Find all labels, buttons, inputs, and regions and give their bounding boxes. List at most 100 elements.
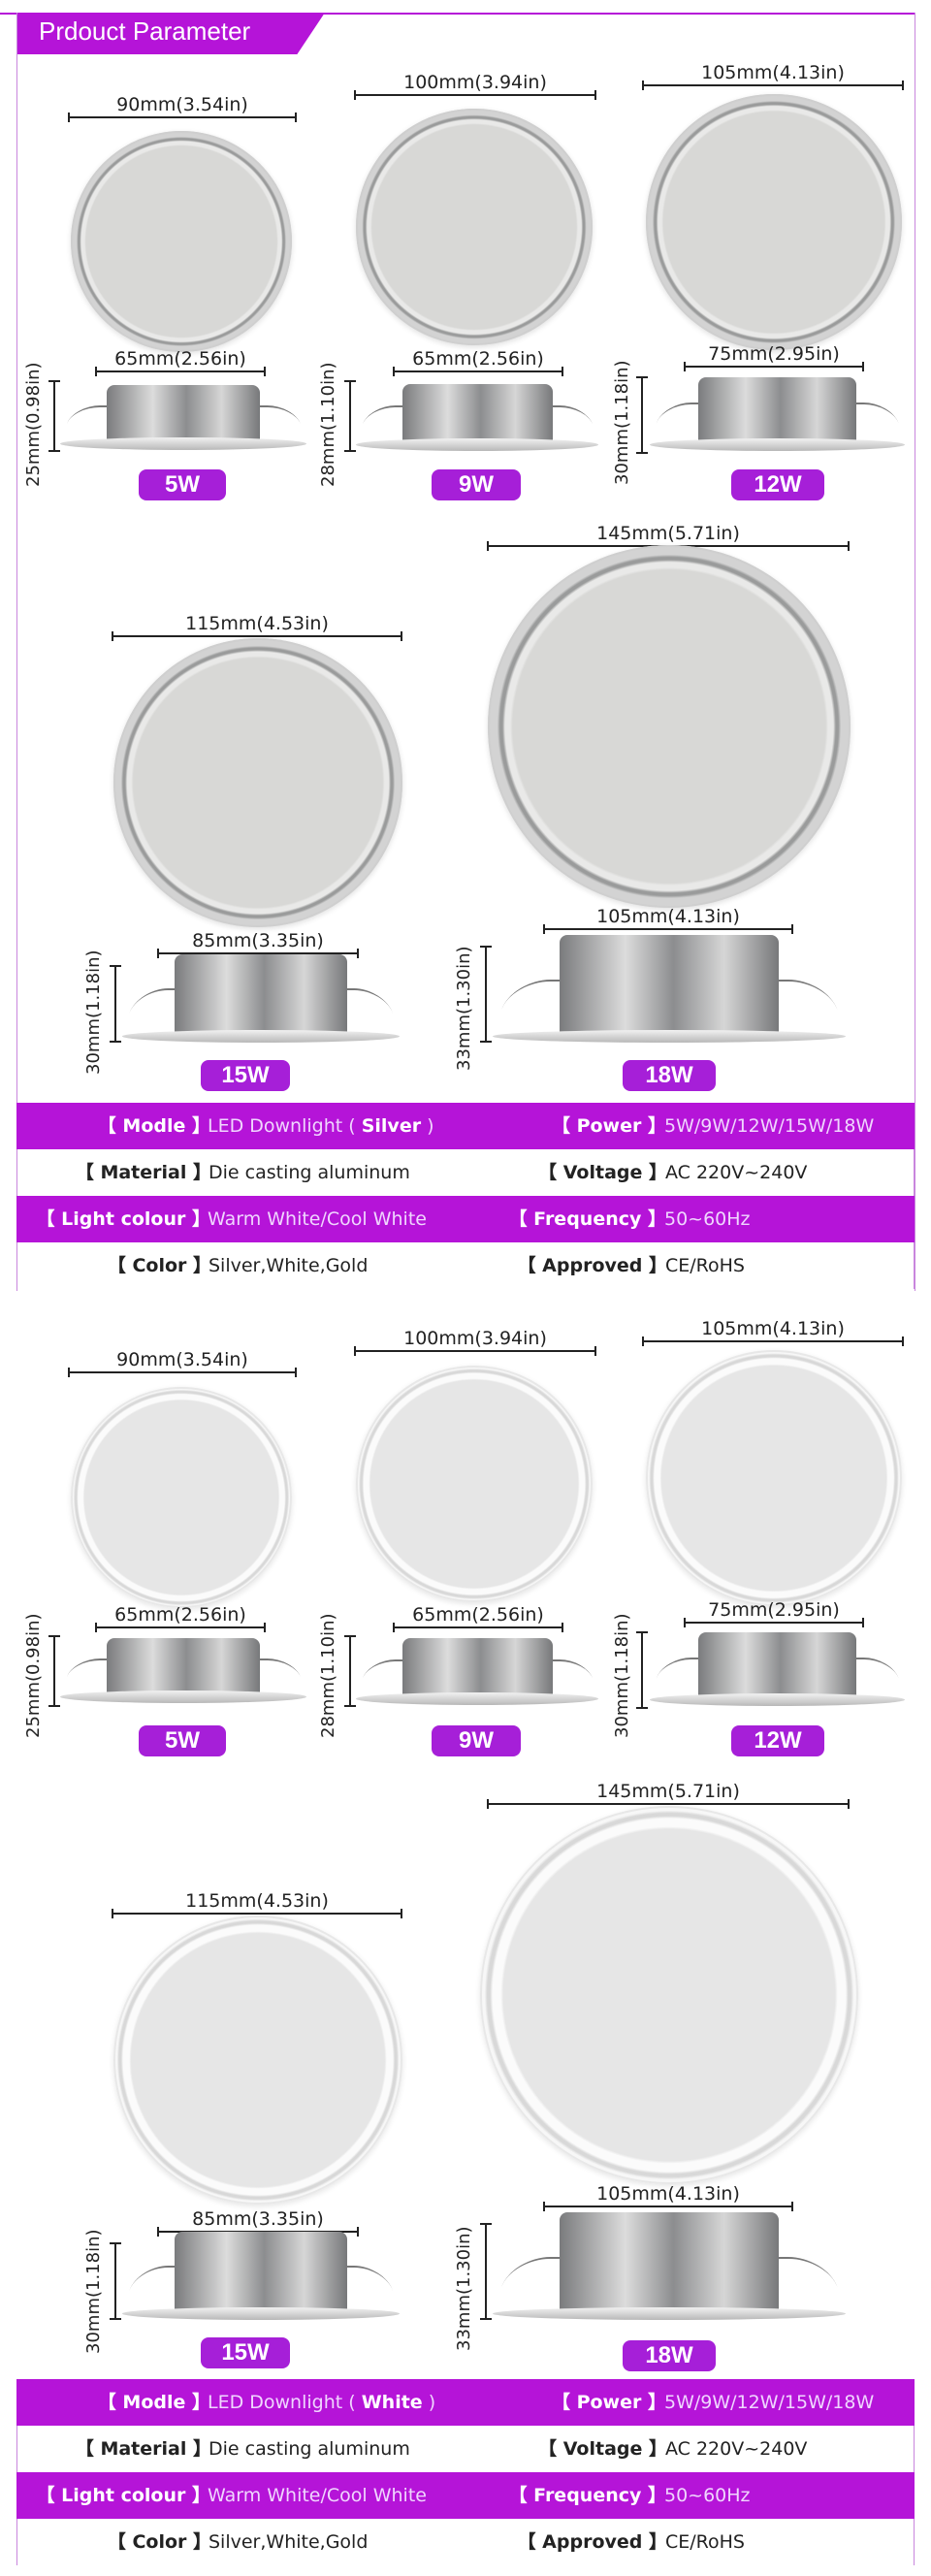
row-value: CE/RoHS [665,2531,745,2553]
row-value: 50~60Hz [664,2485,751,2506]
row-key: 【 Color 】 [107,2531,211,2553]
height-dimension-line [110,2242,121,2320]
height-dimension: 25mm(0.98in) [23,1613,44,1738]
diameter-dimension: 115mm(4.53in) [112,614,402,641]
row-value: AC 220V~240V [665,2438,808,2460]
height-dimension: 33mm(1.30in) [454,2226,474,2351]
table-row: 【 Light colour 】 Warm White/Cool White 【… [16,1196,915,1242]
downlight-top-view [646,94,902,350]
height-dimension-line [48,1635,60,1707]
height-dimension: 30mm(1.18in) [612,360,632,485]
row-value: Silver,White,Gold [209,2531,369,2553]
downlight-side-view [493,935,846,1043]
cutout-dimension: 75mm(2.95in) [684,344,864,371]
downlight-top-view [356,109,593,345]
page-title: Prdouct Parameter [39,16,251,46]
height-dimension: 28mm(1.10in) [318,362,338,487]
height-dimension-line [480,2223,492,2320]
downlight-side-view [122,2232,400,2320]
downlight-side-view [650,1632,905,1706]
wattage-badge: 12W [731,469,824,500]
wattage-badge: 9W [432,469,521,500]
row-value: Die casting aluminum [209,2438,410,2460]
row-key: 【 Modle 】 [97,1115,210,1137]
row-value: 5W/9W/12W/15W/18W [664,2392,875,2413]
height-dimension-line [48,380,60,452]
row-key: 【 Approved 】 [517,2531,667,2553]
cutout-dimension: 65mm(2.56in) [393,349,563,376]
row-value: 50~60Hz [664,1208,751,1230]
row-key: 【 Material 】 [75,2438,211,2460]
height-dimension: 25mm(0.98in) [23,362,44,487]
cutout-dimension: 65mm(2.56in) [393,1605,563,1632]
row-key: 【 Voltage 】 [538,1162,667,1183]
wattage-badge: 15W [201,2337,290,2368]
wattage-badge: 9W [432,1725,521,1756]
wattage-badge: 18W [623,1060,716,1091]
downlight-top-view [113,1916,402,2205]
table-row: 【 Color 】 Silver,White,Gold 【 Approved 】… [16,1242,915,1289]
row-value: Silver,White,Gold [209,1255,369,1276]
row-key: 【 Approved 】 [517,1255,667,1276]
height-dimension: 30mm(1.18in) [83,2229,104,2354]
diameter-dimension: 145mm(5.71in) [487,1782,850,1809]
row-key: 【 Voltage 】 [538,2438,667,2460]
row-key: 【 Material 】 [75,1162,211,1183]
height-dimension-line [636,376,648,454]
height-dimension: 28mm(1.10in) [318,1613,338,1738]
downlight-side-view [493,2212,846,2320]
row-value: CE/RoHS [665,1255,745,1276]
wattage-badge: 18W [623,2340,716,2371]
row-value: LED Downlight ( Silver ) [208,1115,434,1137]
height-dimension-line [344,1635,356,1707]
diameter-dimension: 100mm(3.94in) [354,1329,596,1356]
height-dimension: 30mm(1.18in) [83,950,104,1075]
table-row: 【 Modle 】 LED Downlight ( Silver ) 【 Pow… [16,1103,915,1149]
row-key: 【 Light colour 】 [36,2485,210,2506]
downlight-top-view [71,1387,292,1608]
cutout-dimension: 105mm(4.13in) [543,907,793,934]
row-value: Die casting aluminum [209,1162,410,1183]
height-dimension-line [636,1631,648,1709]
table-row: 【 Color 】 Silver,White,Gold 【 Approved 】… [16,2519,915,2565]
height-dimension-line [480,946,492,1043]
row-key: 【 Frequency 】 [508,2485,666,2506]
row-key: 【 Frequency 】 [508,1208,666,1230]
row-value: AC 220V~240V [665,1162,808,1183]
downlight-top-view [113,638,402,927]
diameter-dimension: 105mm(4.13in) [642,1319,904,1346]
downlight-side-view [122,954,400,1043]
diameter-dimension: 145mm(5.71in) [487,524,850,551]
diameter-dimension: 100mm(3.94in) [354,73,596,100]
row-value: Warm White/Cool White [208,2485,427,2506]
downlight-top-view [71,131,292,352]
downlight-side-view [60,1638,306,1703]
wattage-badge: 15W [201,1060,290,1091]
downlight-top-view [480,1806,858,2184]
diameter-dimension: 115mm(4.53in) [112,1891,402,1918]
row-value: LED Downlight ( White ) [208,2392,436,2413]
cutout-dimension: 65mm(2.56in) [95,1605,266,1632]
header-tab [16,13,325,54]
height-dimension: 30mm(1.18in) [612,1613,632,1738]
diameter-dimension: 105mm(4.13in) [642,63,904,90]
height-dimension: 33mm(1.30in) [454,946,474,1071]
row-value: 5W/9W/12W/15W/18W [664,1115,875,1137]
row-key: 【 Color 】 [107,1255,211,1276]
downlight-top-view [646,1350,902,1606]
downlight-side-view [356,384,598,451]
row-key: 【 Power 】 [551,2392,666,2413]
row-key: 【 Power 】 [551,1115,666,1137]
height-dimension-line [344,380,356,452]
cutout-dimension: 85mm(3.35in) [157,2209,359,2237]
row-key: 【 Modle 】 [97,2392,210,2413]
table-row: 【 Light colour 】 Warm White/Cool White 【… [16,2472,915,2519]
downlight-side-view [60,385,306,450]
height-dimension-line [110,965,121,1043]
downlight-side-view [650,377,905,451]
table-row: 【 Material 】 Die casting aluminum 【 Volt… [16,1149,915,1196]
cutout-dimension: 105mm(4.13in) [543,2184,793,2211]
downlight-side-view [356,1638,598,1705]
wattage-badge: 5W [139,1725,226,1756]
row-value: Warm White/Cool White [208,1208,427,1230]
